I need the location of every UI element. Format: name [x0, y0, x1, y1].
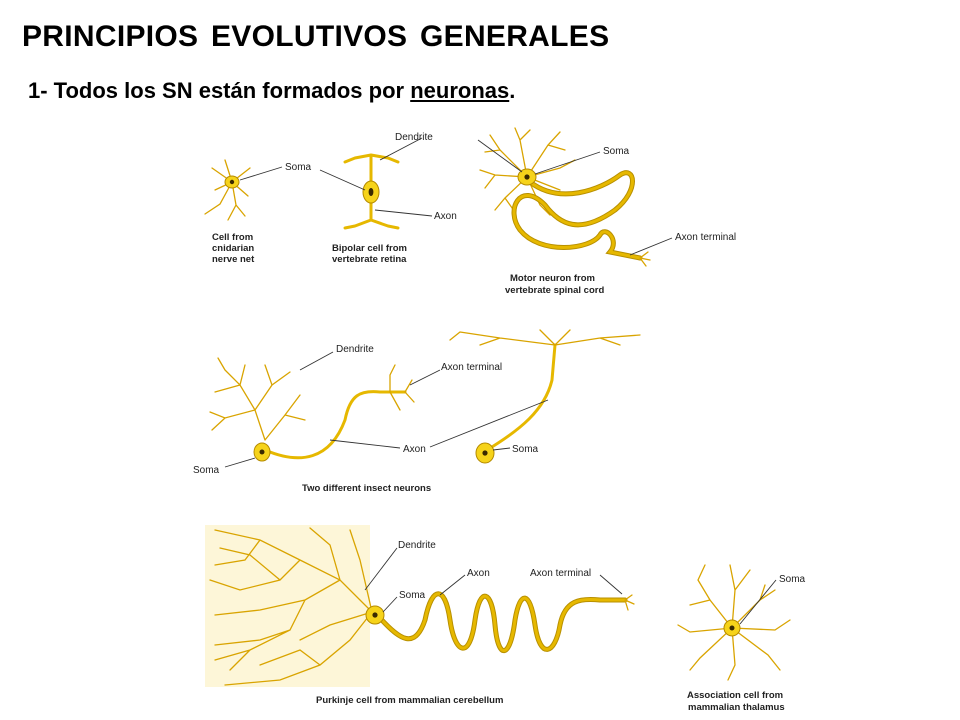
axon-terminal-label-2: Axon terminal — [441, 362, 502, 373]
caption-cnidarian-2: cnidarian — [212, 243, 254, 254]
caption-insect: Two different insect neurons — [302, 483, 431, 494]
dendrite-label-2: Dendrite — [336, 344, 374, 355]
subtitle-keyword: neuronas — [410, 78, 510, 103]
axon-label-3: Axon — [467, 568, 490, 579]
caption-association-2: mammalian thalamus — [688, 702, 785, 713]
caption-purkinje: Purkinje cell from mammalian cerebellum — [316, 695, 503, 706]
axon-label-2: Axon — [403, 444, 426, 455]
motor-neuron — [479, 127, 651, 267]
soma-label-2: Soma — [603, 146, 630, 157]
bipolar-neuron — [343, 153, 400, 230]
caption-motor-1: Motor neuron from — [510, 273, 595, 284]
dendrite-label-1: Dendrite — [395, 132, 433, 143]
soma-label-3: Soma — [512, 444, 539, 455]
caption-cnidarian-3: nerve net — [212, 254, 255, 265]
axon-label-1: Axon — [434, 211, 457, 222]
axon-terminal-label-3: Axon terminal — [530, 568, 591, 579]
caption-motor-2: vertebrate spinal cord — [505, 285, 604, 296]
subtitle-suffix: . — [509, 78, 516, 103]
subtitle-prefix: 1- Todos los SN están formados por — [28, 78, 411, 103]
caption-bipolar-1: Bipolar cell from — [332, 243, 407, 254]
caption-association-1: Association cell from — [687, 690, 783, 701]
cnidarian-neuron — [204, 159, 251, 221]
caption-cnidarian-1: Cell from — [212, 232, 253, 243]
soma-label-5: Soma — [399, 590, 426, 601]
insect-neuron-right — [449, 329, 641, 464]
dendrite-label-3: Dendrite — [398, 540, 436, 551]
soma-label-4: Soma — [193, 465, 220, 476]
axon-terminal-label-1: Axon terminal — [675, 232, 736, 243]
soma-label-6: Soma — [779, 574, 806, 585]
subtitle: 1- Todos los SN están formados por neuro… — [28, 78, 515, 104]
purkinje-neuron — [205, 525, 635, 687]
caption-bipolar-2: vertebrate retina — [332, 254, 407, 265]
page-title: PRINCIPIOS EVOLUTIVOS GENERALES — [22, 20, 610, 53]
soma-label-1: Soma — [285, 162, 312, 173]
insect-neuron-left — [209, 357, 415, 462]
